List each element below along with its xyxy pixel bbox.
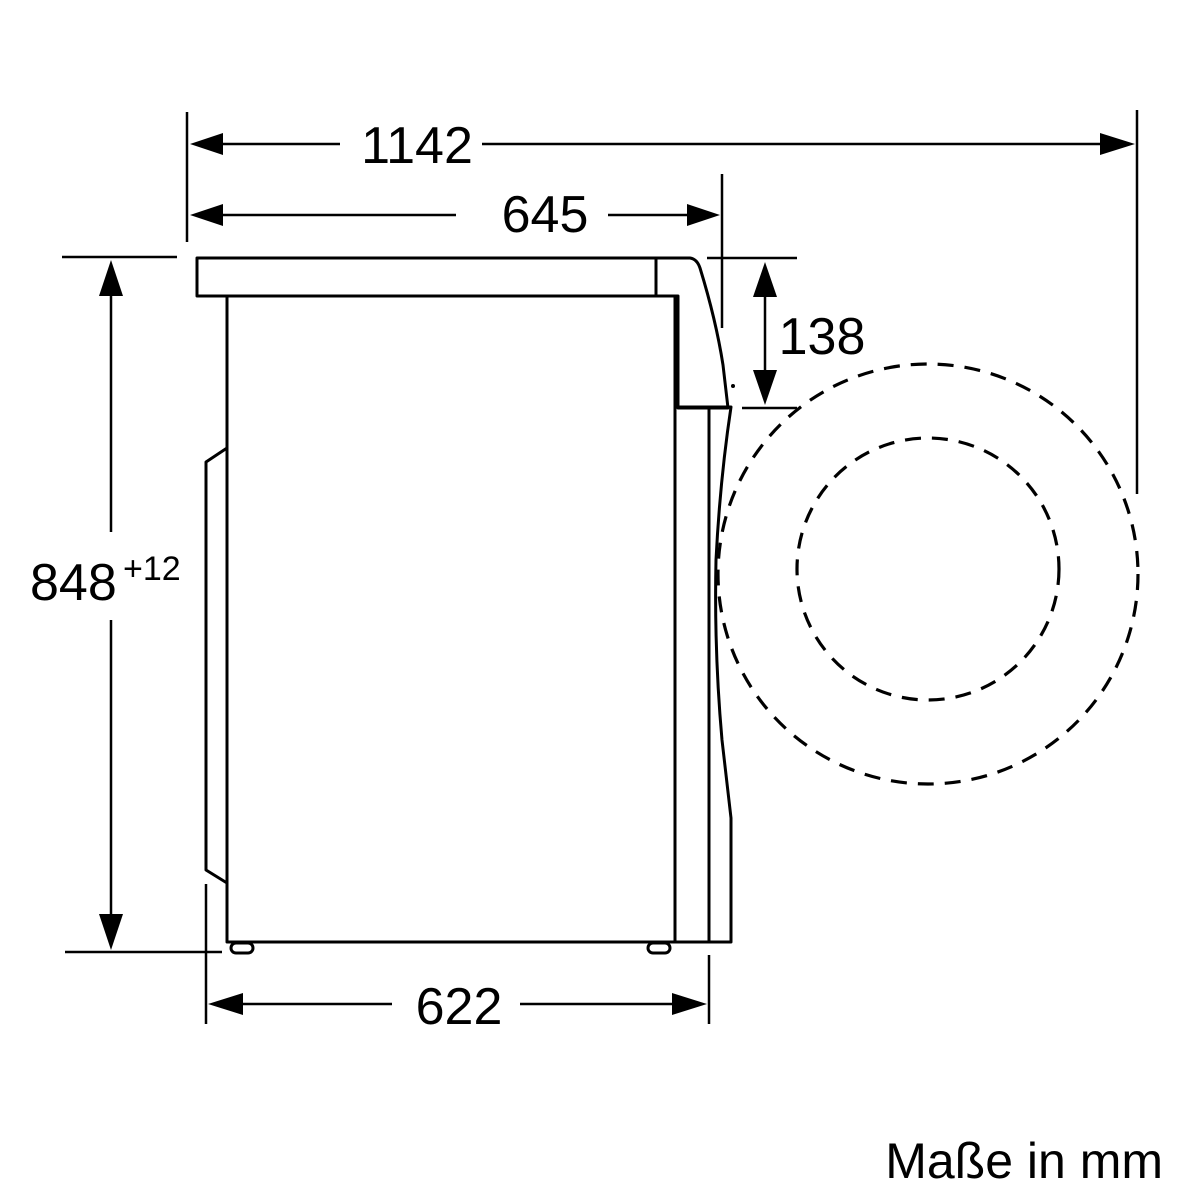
arrow-up-icon: [99, 260, 123, 296]
dimension-848: 848 +12: [30, 255, 222, 954]
arrow-down-icon: [99, 914, 123, 950]
arrow-left-icon: [190, 133, 223, 155]
reference-dot: [731, 384, 735, 388]
top-cover: [195, 256, 730, 410]
arrow-right-icon: [672, 993, 707, 1015]
dimension-label-848: 848: [30, 554, 117, 612]
dimension-645: 645: [190, 174, 724, 328]
main-body: [225, 296, 677, 944]
front-panel: [675, 405, 733, 944]
unit-note: Maße in mm: [885, 1133, 1163, 1189]
height-value: 848: [30, 554, 117, 612]
arrow-down-icon: [753, 370, 777, 405]
dimension-138: 138: [707, 256, 866, 410]
dimension-1142: 1142: [185, 110, 1139, 494]
arrow-right-icon: [1100, 133, 1135, 155]
rear-foot: [229, 941, 255, 955]
dimension-label-138: 138: [779, 308, 866, 366]
appliance-side-view: [195, 256, 735, 955]
arrow-up-icon: [753, 262, 777, 297]
front-foot: [646, 941, 672, 955]
dimension-622: 622: [204, 884, 711, 1036]
dimension-label-1142: 1142: [361, 117, 473, 175]
arrow-left-icon: [208, 993, 243, 1015]
arrow-left-icon: [190, 204, 223, 226]
arrow-right-icon: [687, 204, 720, 226]
rear-bulge: [204, 446, 228, 885]
height-tolerance: +12: [123, 550, 181, 588]
dimension-label-622: 622: [416, 978, 503, 1036]
door-inner-circle: [795, 436, 1061, 702]
door-outer-circle: [716, 362, 1140, 786]
dimension-label-645: 645: [502, 186, 589, 244]
